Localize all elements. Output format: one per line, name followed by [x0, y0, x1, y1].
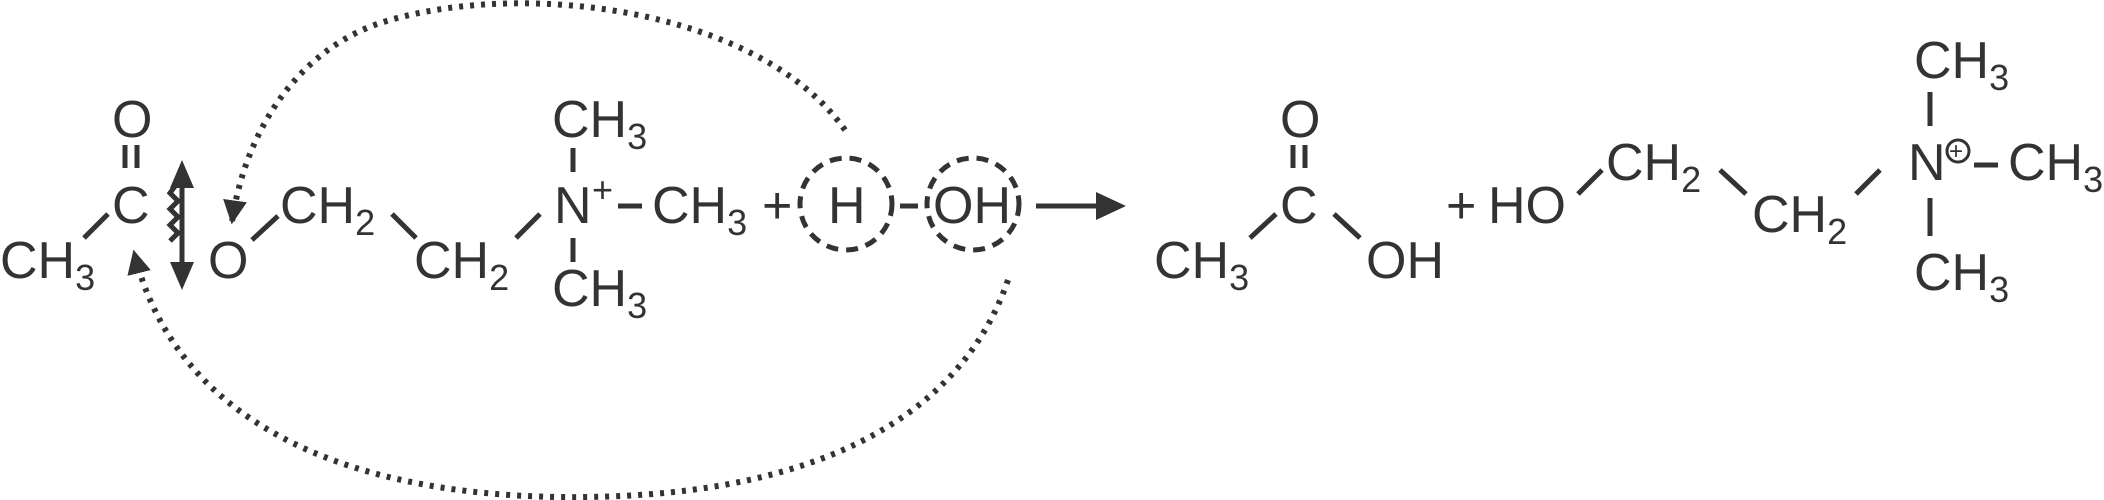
acid-carbonyl-oxygen: O: [1280, 91, 1320, 149]
choline-ch2-ch2-bond: [1718, 168, 1748, 196]
hydrogen-dashed-circle: [797, 155, 895, 253]
carbonyl-oxygen: O: [112, 91, 152, 149]
water-molecule: H OH: [797, 155, 1022, 253]
acid-c-methyl-bond: [1248, 212, 1278, 240]
ch2-ch2-bond: [390, 212, 418, 240]
choline-methyl-top: CH3: [1914, 32, 2009, 98]
acid-c-oh-bond: [1332, 212, 1362, 240]
acid-methyl: CH3: [1154, 232, 1249, 298]
choline-ch2-n-bond: [1854, 168, 1882, 196]
ch2-n-bond: [514, 212, 542, 240]
methylene-2: CH2: [414, 232, 509, 298]
choline-positive-charge-circle: [1945, 138, 1971, 164]
acetic-acid-molecule: O C CH3 OH: [1154, 91, 1444, 298]
n-methyl-right: CH3: [652, 177, 747, 243]
water-hydrogen: H: [828, 177, 866, 235]
o-ch2-bond: [250, 214, 280, 242]
acetyl-methyl: CH3: [0, 232, 95, 298]
acid-hydroxyl: OH: [1366, 232, 1444, 290]
choline-hydroxyl: HO: [1488, 177, 1566, 235]
c-methyl-bond: [82, 212, 110, 240]
hydrogen-transfer-dotted-arrow: [223, 0, 848, 225]
acetylcholine-molecule: O C CH3 O CH2 CH2 N + CH3 CH3 CH3: [0, 91, 747, 326]
acid-carbon: C: [1280, 177, 1318, 235]
cleaved-bond-wavy: [166, 183, 182, 243]
ho-ch2-bond: [1576, 168, 1604, 196]
ester-oxygen: O: [208, 232, 248, 290]
carbonyl-carbon: C: [112, 177, 150, 235]
methylene-1: CH2: [280, 177, 375, 243]
hydroxyl-dashed-circle: [924, 155, 1022, 253]
n-methyl-top: CH3: [552, 91, 647, 157]
choline-methylene-1: CH2: [1606, 134, 1701, 200]
n-methyl-bottom: CH3: [552, 260, 647, 326]
choline-nitrogen: N: [1908, 134, 1946, 192]
reaction-arrowhead: [1096, 192, 1126, 220]
cleavage-arrowhead-up: [170, 160, 194, 188]
choline-methyl-right: CH3: [2008, 134, 2103, 200]
plus-sign: +: [762, 177, 792, 235]
choline-methylene-2: CH2: [1752, 186, 1847, 252]
cleavage-arrowhead-down: [170, 262, 194, 290]
positive-charge: +: [592, 169, 613, 210]
ammonium-nitrogen: N: [554, 177, 592, 235]
plus-sign-2: +: [1446, 177, 1476, 235]
water-hydroxyl: OH: [933, 177, 1011, 235]
choline-molecule: HO CH2 CH2 N + CH3 CH3 CH3: [1488, 32, 2103, 310]
choline-methyl-bottom: CH3: [1914, 244, 2009, 310]
choline-positive-charge: +: [1949, 138, 1963, 165]
